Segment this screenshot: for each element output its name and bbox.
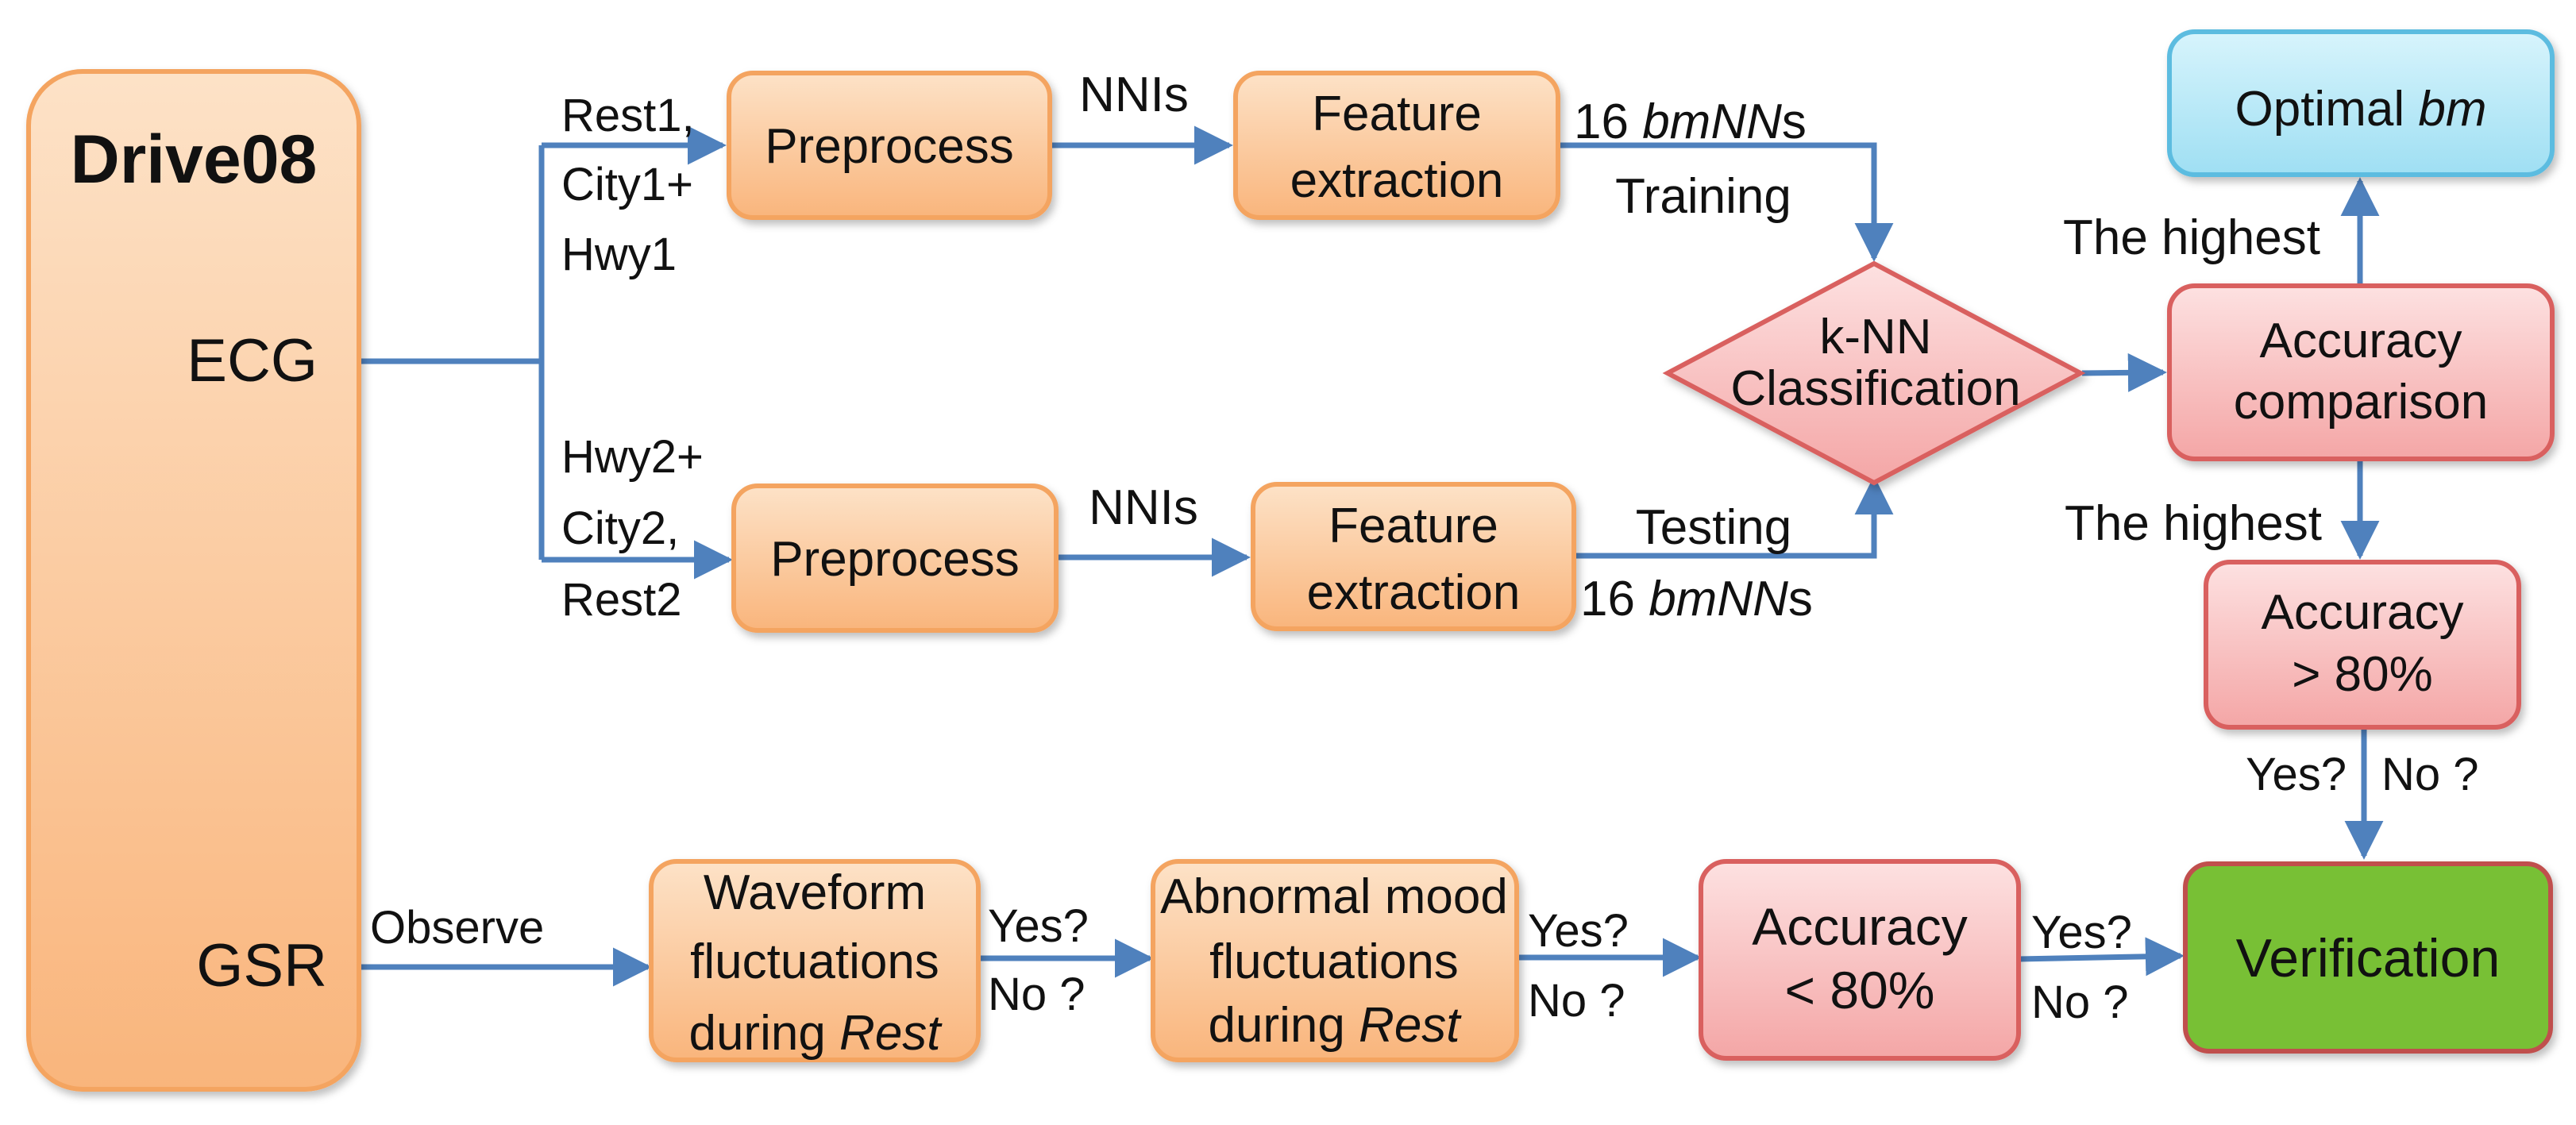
accuracy-gt-no-label: No ? [2381,749,2479,800]
accuracy-lt-80-box: Accuracy < 80% [1699,859,2021,1061]
accuracy-lt-label-1: Accuracy [1752,897,1967,956]
test-bmnns-label: 16 bmNNs [1580,572,1813,626]
accuracy-comparison-box: Accuracy comparison [2167,283,2555,461]
abnormal-mood-box: Abnormal mood fluctuations during Rest [1151,859,1519,1062]
waveform-label-2: fluctuations [690,934,939,989]
train-set-label-1: Rest1, [561,90,695,141]
train-set-label-2: City1+ [561,159,693,210]
verification-box: Verification [2183,861,2553,1054]
highest-down-label: The highest [2065,496,2322,551]
arrow-train-to-knn [1558,142,1894,262]
knn-label-2: Classification [1730,361,2020,416]
branch-labels: Rest1, City1+ Hwy1 Hwy2+ City2, Rest2 Ob… [370,90,704,954]
train-bmnns-label: 16 bmNNs [1574,94,1807,149]
ecg-label: ECG [187,327,318,395]
drive08-title: Drive08 [71,121,318,198]
train-feature-label-2: extraction [1290,153,1504,208]
observe-label: Observe [370,902,544,954]
mood-label-1: Abnormal mood [1160,869,1508,924]
train-feature-box: Feature extraction [1233,71,1560,220]
waveform-fluctuations-box: Waveform fluctuations during Rest [649,859,981,1062]
test-set-label-1: Hwy2+ [561,431,704,483]
test-feature-label-1: Feature [1328,499,1498,553]
arrow-accuracy-lt-to-verification [2018,937,2185,977]
highest-up-label: The highest [2063,210,2320,265]
optimal-bm-label: Optimal bm [2235,82,2487,137]
arrow-knn-to-comparison [2081,353,2167,392]
train-preprocess-box: Preprocess [727,71,1052,220]
train-set-label-3: Hwy1 [561,229,677,280]
test-feature-label-2: extraction [1307,565,1521,620]
mood-label-3: during Rest [1208,998,1462,1053]
waveform-label-1: Waveform [704,865,926,920]
mood-label-2: fluctuations [1209,934,1459,989]
waveform-yes-label: Yes? [988,900,1089,952]
optimal-bm-box: Optimal bm [2167,29,2555,177]
waveform-no-label: No ? [988,969,1086,1020]
test-preprocess-box: Preprocess [731,484,1059,633]
accuracy-lt-no-label: No ? [2031,977,2129,1028]
test-set-label-2: City2, [561,503,679,554]
train-feature-label-1: Feature [1312,87,1482,141]
testing-label: Testing [1636,500,1791,555]
verification-label: Verification [2236,928,2501,988]
drive08-block: Drive08 ECG GSR [26,69,361,1092]
accuracy-gt-yes-label: Yes? [2246,749,2347,800]
training-label: Training [1615,169,1791,224]
waveform-label-3: during Rest [688,1006,943,1061]
arrow-test-to-knn [1574,476,1894,559]
train-nnis-label: NNIs [1079,67,1189,122]
accuracy-lt-label-2: < 80% [1785,961,1935,1019]
accuracy-lt-yes-label: Yes? [2031,907,2132,958]
knn-label-1: k-NN [1819,310,1931,364]
accuracy-gt-label-2: > 80% [2292,647,2433,702]
accuracy-gt-label-1: Accuracy [2262,585,2464,640]
accuracy-gt-80-box: Accuracy > 80% [2204,560,2521,730]
test-preprocess-label: Preprocess [770,532,1020,587]
connectors [359,125,2384,987]
test-set-label-3: Rest2 [561,574,682,626]
gsr-label: GSR [196,932,327,1000]
comparison-label-2: comparison [2234,375,2488,430]
mood-no-label: No ? [1528,975,1625,1027]
mood-yes-label: Yes? [1528,905,1629,957]
comparison-label-1: Accuracy [2260,314,2462,368]
test-nnis-label: NNIs [1089,480,1198,535]
knn-classification-diamond: k-NN Classification [1662,260,2086,486]
train-preprocess-label: Preprocess [765,119,1014,174]
test-feature-box: Feature extraction [1251,482,1576,631]
